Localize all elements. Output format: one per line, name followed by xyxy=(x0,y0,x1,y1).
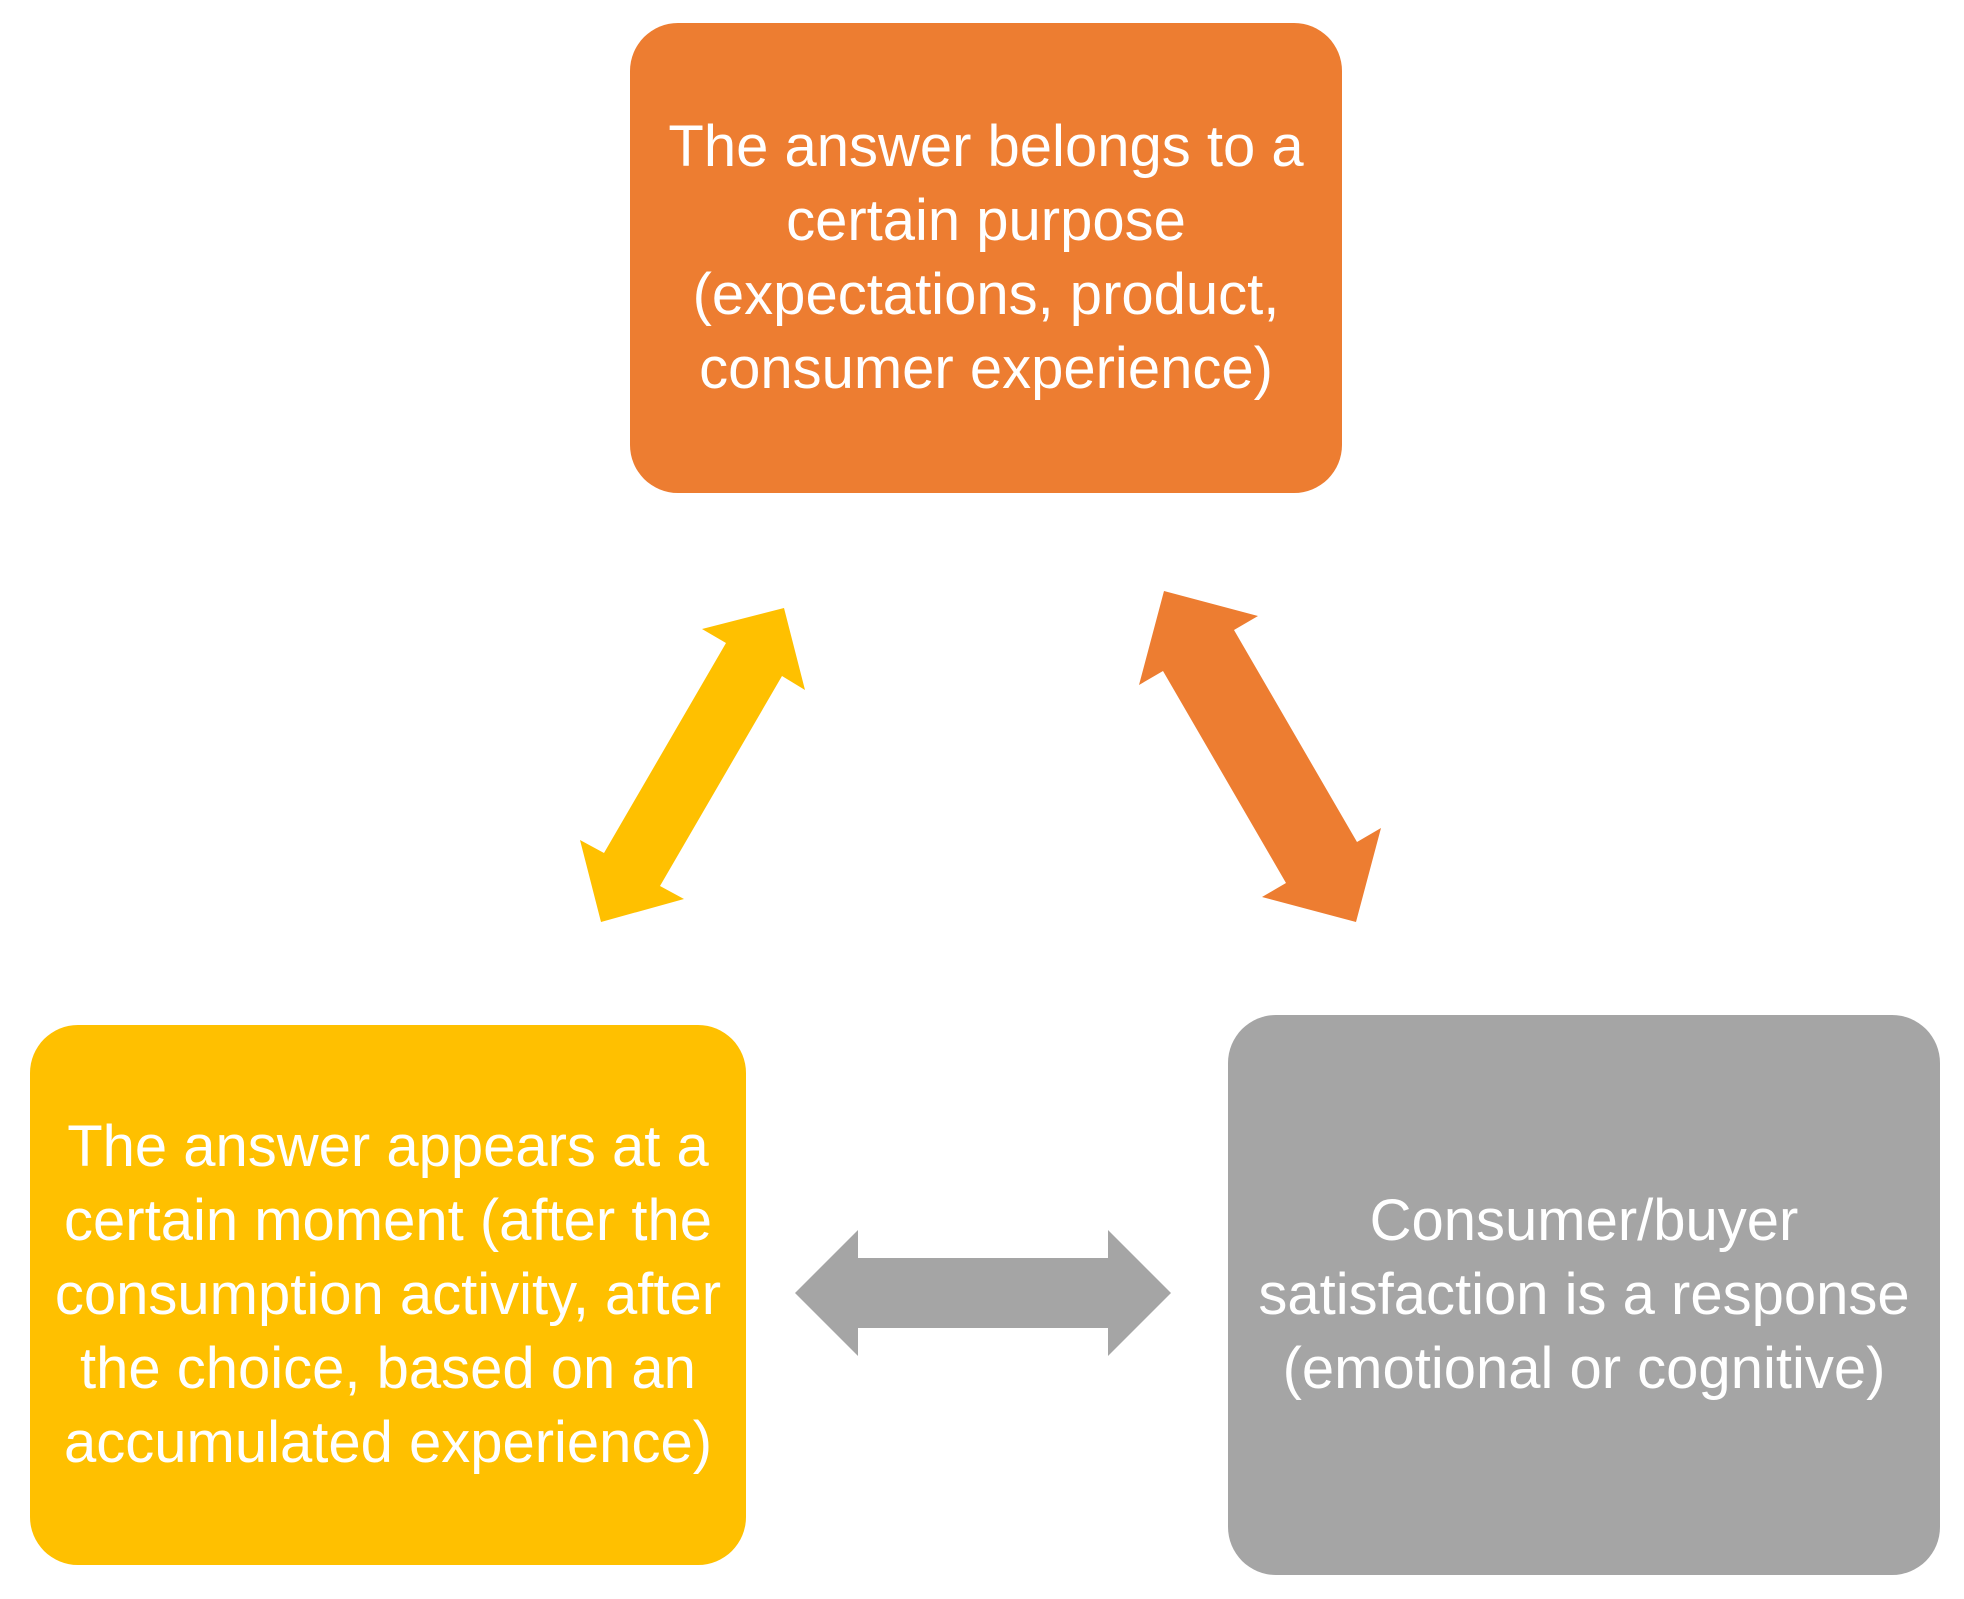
left-top-double-arrow xyxy=(580,608,805,922)
satisfaction-box-text: Consumer/buyer satisfaction is a respons… xyxy=(1258,1188,1910,1401)
moment-box-text: The answer appears at a certain moment (… xyxy=(54,1114,722,1475)
purpose-box: The answer belongs to a certain purpose … xyxy=(630,23,1342,493)
top-right-double-arrow xyxy=(1139,591,1381,922)
moment-box: The answer appears at a certain moment (… xyxy=(30,1025,746,1565)
satisfaction-box: Consumer/buyer satisfaction is a respons… xyxy=(1228,1015,1940,1575)
left-right-double-arrow xyxy=(795,1230,1171,1356)
purpose-box-text: The answer belongs to a certain purpose … xyxy=(668,114,1304,401)
